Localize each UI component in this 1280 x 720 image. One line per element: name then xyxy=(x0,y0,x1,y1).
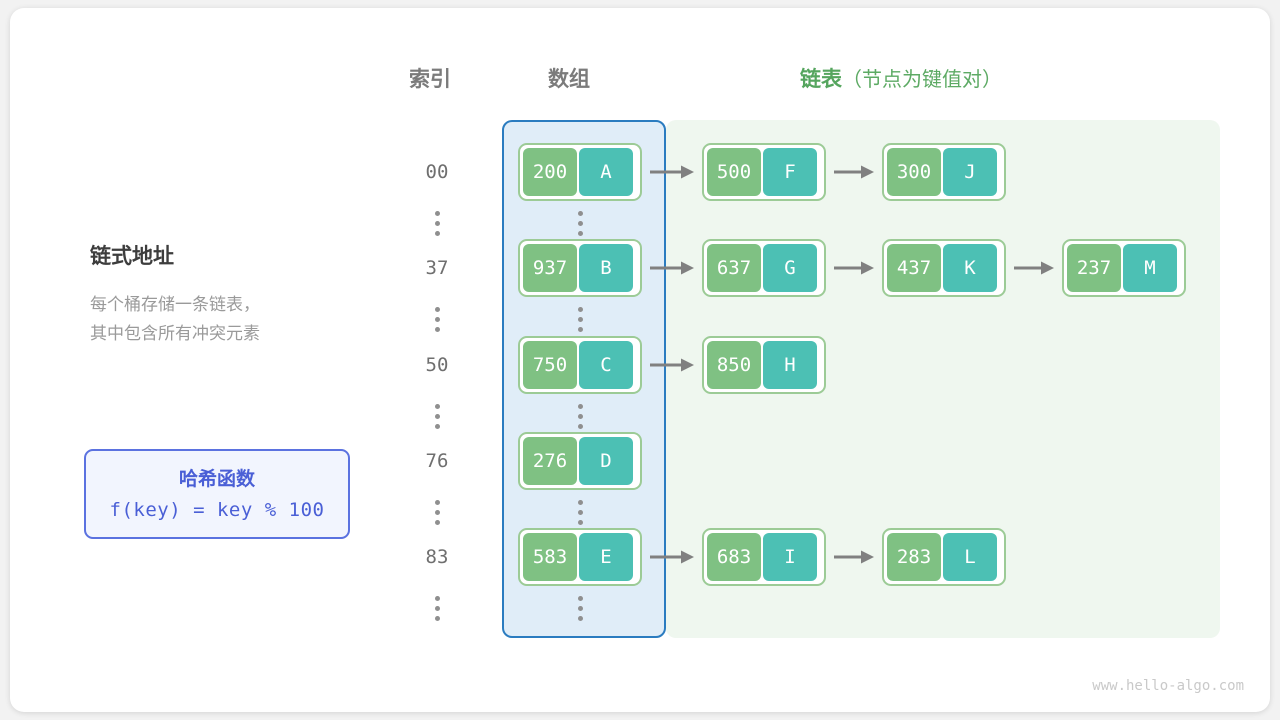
node-key: 237 xyxy=(1067,244,1121,292)
node-key: 937 xyxy=(523,244,577,292)
node-key: 637 xyxy=(707,244,761,292)
node-value: B xyxy=(579,244,633,292)
node-value: M xyxy=(1123,244,1177,292)
node-value: L xyxy=(943,533,997,581)
node-key: 283 xyxy=(887,533,941,581)
ellipsis-icon xyxy=(433,596,441,621)
index-label: 37 xyxy=(425,257,449,279)
node-key: 437 xyxy=(887,244,941,292)
chain-arrow-icon xyxy=(650,239,694,297)
diagram-card: 索引 数组 链表（节点为键值对） 链式地址 每个桶存储一条链表， 其中包含所有冲… xyxy=(10,8,1270,712)
node-key: 200 xyxy=(523,148,577,196)
chain-arrow-icon xyxy=(650,528,694,586)
ellipsis-icon xyxy=(576,307,584,332)
chain-arrow-icon xyxy=(834,528,874,586)
header-index: 索引 xyxy=(409,68,451,91)
index-label: 83 xyxy=(425,546,449,568)
ellipsis-icon xyxy=(576,596,584,621)
chain-arrow-icon xyxy=(650,336,694,394)
node-value: F xyxy=(763,148,817,196)
node-value: I xyxy=(763,533,817,581)
description-title: 链式地址 xyxy=(90,245,174,268)
header-linked-list: 链表（节点为键值对） xyxy=(800,63,1002,93)
node-key: 276 xyxy=(523,437,577,485)
node-key: 300 xyxy=(887,148,941,196)
chain-arrow-icon xyxy=(834,143,874,201)
chain-arrow-icon xyxy=(834,239,874,297)
node-key: 500 xyxy=(707,148,761,196)
node-key: 583 xyxy=(523,533,577,581)
node-value: K xyxy=(943,244,997,292)
ellipsis-icon xyxy=(433,211,441,236)
description-body: 每个桶存储一条链表， 其中包含所有冲突元素 xyxy=(90,290,260,348)
header-linked-list-sub: （节点为键值对） xyxy=(842,69,1002,91)
node-key: 683 xyxy=(707,533,761,581)
hash-function-box: 哈希函数 f(key) = key % 100 xyxy=(84,449,350,539)
node-value: D xyxy=(579,437,633,485)
ellipsis-icon xyxy=(433,307,441,332)
node-value: C xyxy=(579,341,633,389)
node-key: 850 xyxy=(707,341,761,389)
index-label: 50 xyxy=(425,354,449,376)
description-line-1: 每个桶存储一条链表， xyxy=(90,295,260,314)
header-array: 数组 xyxy=(548,68,590,91)
node-value: H xyxy=(763,341,817,389)
ellipsis-icon xyxy=(576,500,584,525)
hash-function-title: 哈希函数 xyxy=(178,469,255,490)
header-linked-list-bold: 链表 xyxy=(800,68,842,91)
ellipsis-icon xyxy=(576,404,584,429)
ellipsis-icon xyxy=(576,211,584,236)
node-value: E xyxy=(579,533,633,581)
node-key: 750 xyxy=(523,341,577,389)
node-value: A xyxy=(579,148,633,196)
chain-arrow-icon xyxy=(1014,239,1054,297)
index-label: 00 xyxy=(425,161,449,183)
node-value: J xyxy=(943,148,997,196)
description-line-2: 其中包含所有冲突元素 xyxy=(90,324,260,343)
watermark: www.hello-algo.com xyxy=(1092,678,1244,694)
node-value: G xyxy=(763,244,817,292)
chain-arrow-icon xyxy=(650,143,694,201)
hash-function-formula: f(key) = key % 100 xyxy=(109,499,325,521)
index-label: 76 xyxy=(425,450,449,472)
ellipsis-icon xyxy=(433,500,441,525)
ellipsis-icon xyxy=(433,404,441,429)
